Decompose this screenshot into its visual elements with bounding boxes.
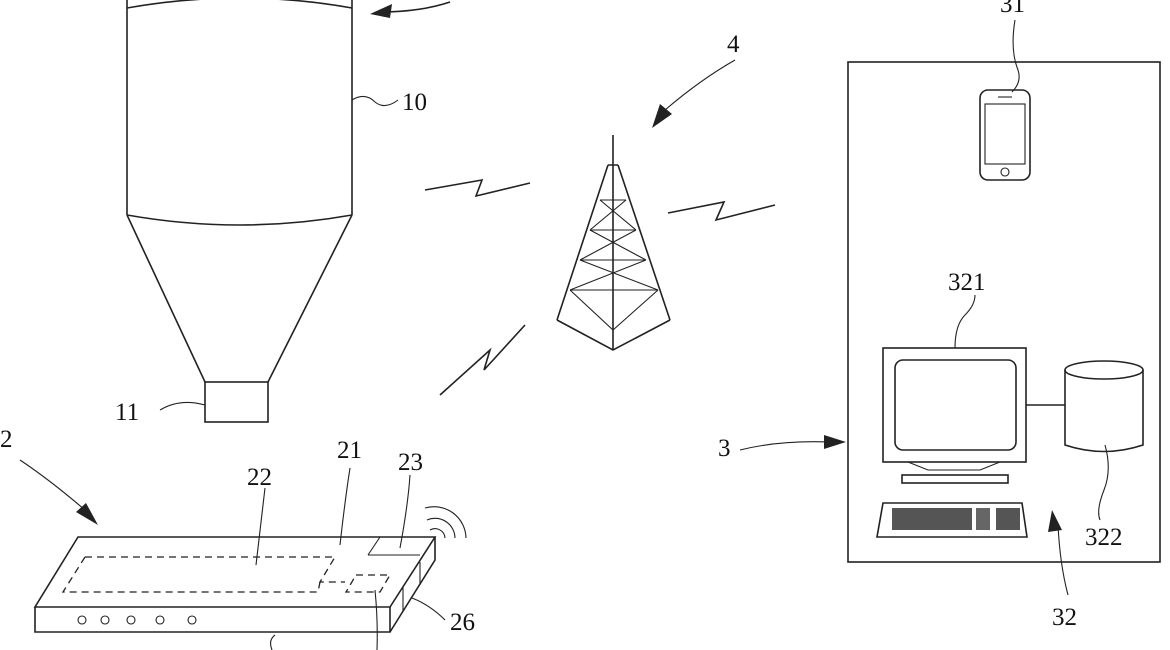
label-device-inner: 22: [247, 464, 272, 491]
sensing-device: [19, 459, 467, 650]
label-monitor: 321: [948, 269, 986, 296]
wireless-signal-icon: [667, 200, 776, 222]
phone-icon: [979, 19, 1031, 181]
keyboard-icon: [876, 502, 1069, 596]
label-tower: 4: [727, 31, 740, 58]
label-phone: 31: [1000, 0, 1025, 18]
label-device-side: 26: [450, 609, 475, 636]
label-database: 322: [1085, 524, 1123, 551]
silo-outlet: [204, 381, 269, 423]
wireless-signal-icon: [424, 178, 531, 198]
wireless-signal-icon: [439, 324, 526, 396]
remote-system-box: [847, 61, 1161, 563]
label-outlet: 11: [115, 399, 139, 426]
label-remote-system: 3: [718, 435, 731, 462]
wifi-icon: [424, 506, 467, 539]
label-device: 2: [0, 426, 13, 453]
label-silo: 10: [402, 89, 427, 116]
tower-icon: [556, 59, 736, 351]
monitor-icon: [882, 294, 1027, 484]
label-device-antenna: 23: [398, 449, 423, 476]
silo: [126, 0, 451, 423]
label-computer: 32: [1052, 604, 1077, 631]
database-icon: [1064, 360, 1144, 521]
label-device-body: 21: [337, 437, 362, 464]
